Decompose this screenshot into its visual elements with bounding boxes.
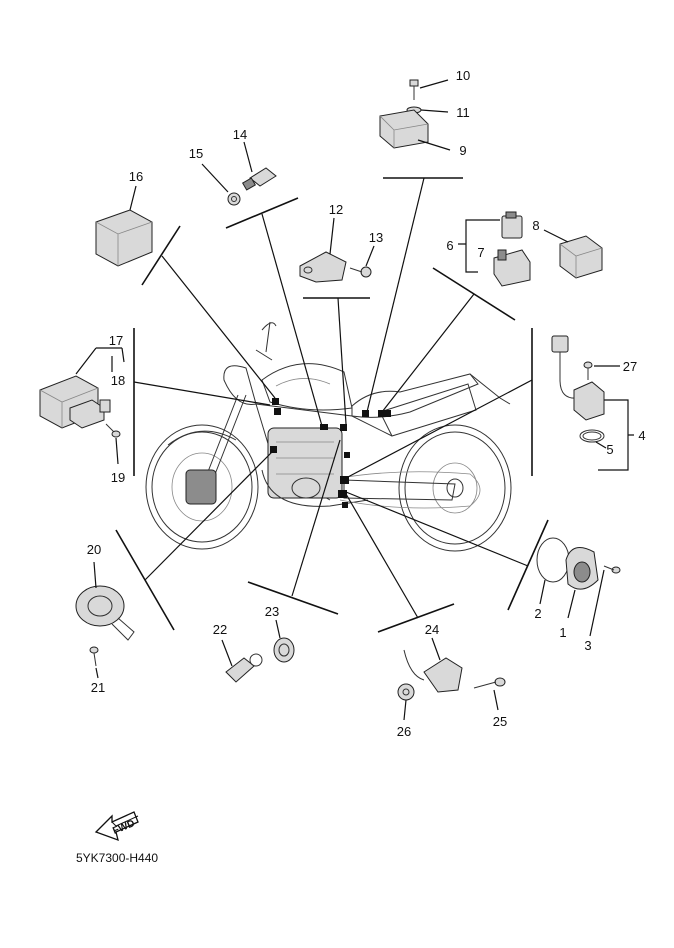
part-label-7: 7 — [477, 245, 484, 260]
part-22-bulb — [221, 639, 263, 683]
part-16-relay — [95, 185, 153, 267]
part-label-17: 17 — [109, 333, 123, 348]
part-19-screw — [105, 423, 121, 465]
part-label-10: 10 — [456, 68, 470, 83]
part-label-16: 16 — [129, 169, 143, 184]
part-24-sensor-bracket — [403, 637, 463, 693]
part-label-22: 22 — [213, 622, 227, 637]
part-label-18: 18 — [111, 373, 125, 388]
part-27-screw — [583, 361, 620, 380]
part-label-26: 26 — [397, 724, 411, 739]
part-label-2: 2 — [534, 606, 541, 621]
part-7-coupler — [493, 249, 531, 287]
part-17-connector-assembly — [39, 375, 105, 429]
part-label-15: 15 — [189, 146, 203, 161]
part-label-6: 6 — [446, 238, 453, 253]
part-label-21: 21 — [91, 680, 105, 695]
part-2-gasket — [536, 537, 570, 605]
part-number-labels: 1 2 3 4 5 6 7 8 9 10 11 12 13 14 15 16 1… — [87, 68, 646, 739]
fwd-arrow-icon: FWD — [94, 811, 139, 842]
separator-lines — [115, 177, 549, 633]
part-label-9: 9 — [459, 143, 466, 158]
part-8-relay — [543, 229, 603, 279]
part-1-cover — [565, 547, 599, 619]
part-23-socket — [273, 619, 295, 663]
part-14-sensor — [241, 141, 277, 191]
part-18-clip — [99, 399, 111, 413]
part-label-5: 5 — [606, 442, 613, 457]
part-3-bolt — [589, 565, 621, 637]
part-label-24: 24 — [425, 622, 439, 637]
part-label-1: 1 — [559, 625, 566, 640]
diagram-code: 5YK7300-H440 — [76, 851, 158, 865]
part-5-o-ring — [579, 429, 607, 449]
motorcycle-illustration — [145, 321, 512, 552]
part-label-13: 13 — [369, 230, 383, 245]
part-label-11: 11 — [456, 105, 470, 120]
part-9-sensor — [379, 109, 451, 151]
part-26-collar — [397, 683, 415, 721]
part-label-25: 25 — [493, 714, 507, 729]
part-4-sensor — [551, 335, 605, 421]
part-label-4: 4 — [638, 428, 645, 443]
part-label-12: 12 — [329, 202, 343, 217]
leader-lines — [75, 177, 634, 619]
part-label-27: 27 — [623, 359, 637, 374]
part-label-3: 3 — [584, 638, 591, 653]
part-25-bolt — [473, 677, 506, 711]
part-21-bolt — [89, 646, 99, 679]
part-label-20: 20 — [87, 542, 101, 557]
part-label-8: 8 — [532, 218, 539, 233]
part-20-horn — [75, 561, 135, 641]
part-6-connector — [501, 211, 523, 239]
part-15-gasket — [201, 163, 241, 206]
part-label-23: 23 — [265, 604, 279, 619]
part-label-19: 19 — [111, 470, 125, 485]
part-10-bolt — [409, 79, 449, 100]
part-13-bolt — [349, 245, 375, 278]
part-12-bracket — [299, 217, 347, 283]
part-label-14: 14 — [233, 127, 247, 142]
